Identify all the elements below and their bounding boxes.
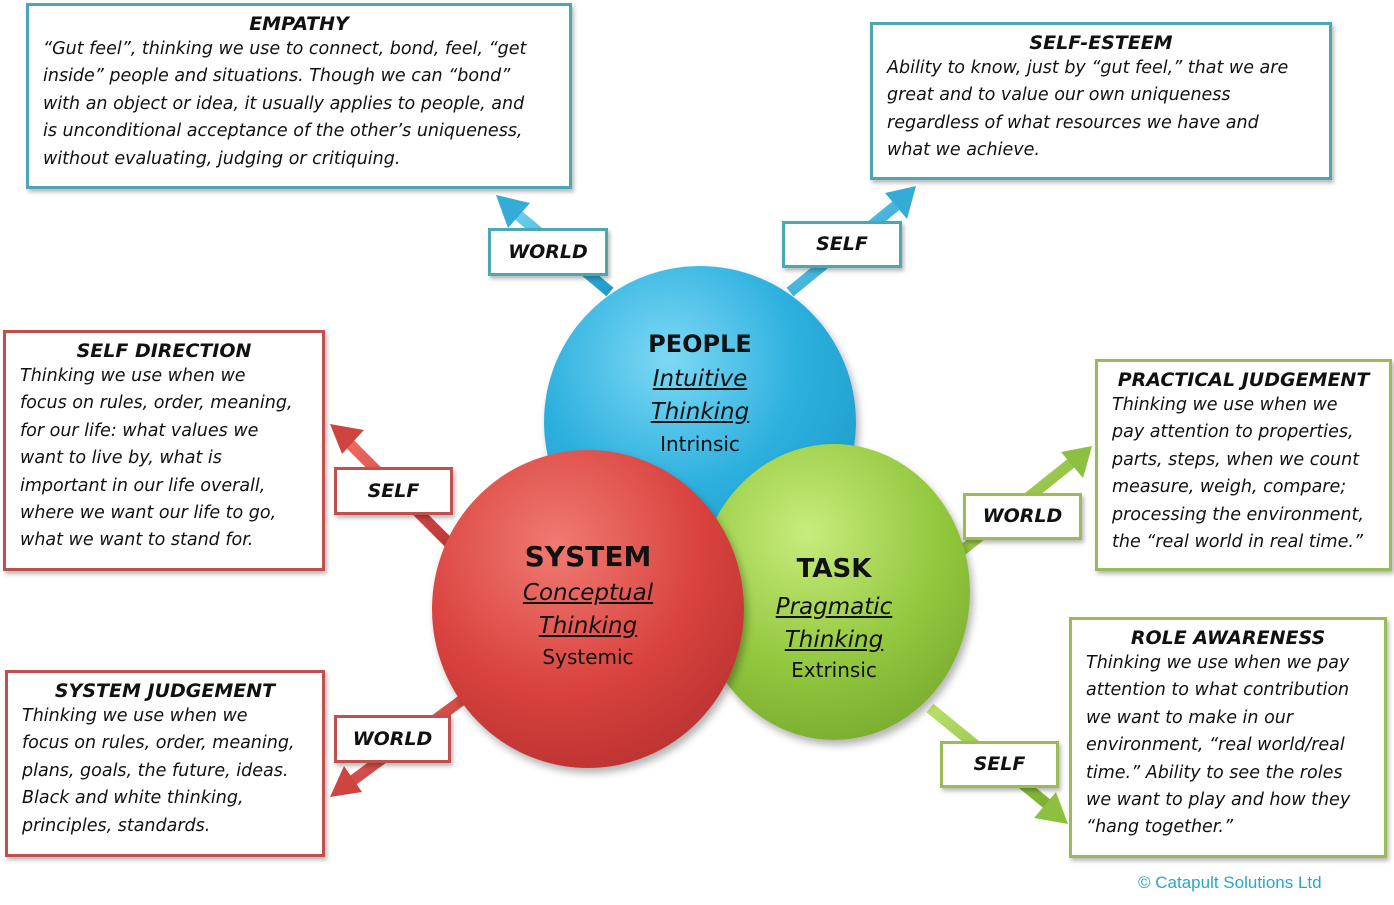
system-circle: SYSTEM Conceptual Thinking Systemic xyxy=(432,450,744,768)
self-direction-line: where we want our life to go, xyxy=(20,503,277,524)
system-judgement-line: Thinking we use when we xyxy=(22,706,248,726)
self-esteem-title: SELF-ESTEEM xyxy=(1029,32,1173,54)
practical-judgement-line: processing the environment, xyxy=(1112,504,1364,525)
practical-judgement-box: PRACTICAL JUDGEMENT Thinking we use when… xyxy=(1095,359,1392,571)
role-awareness-line: environment, “real world/real xyxy=(1086,735,1345,756)
practical-judgement-body: Thinking we use when we pay attention to… xyxy=(1112,392,1375,556)
self-direction-title: SELF DIRECTION xyxy=(76,340,252,362)
self-direction-line: for our life: what values we xyxy=(20,420,259,441)
system-judgement-line: focus on rules, order, meaning, xyxy=(22,733,295,754)
task-circle: TASK Pragmatic Thinking Extrinsic xyxy=(698,444,970,740)
empathy-line: is unconditional acceptance of the other… xyxy=(43,121,523,142)
role-awareness-line: attention to what contribution xyxy=(1086,680,1350,701)
role-awareness-title: ROLE AWARENESS xyxy=(1130,627,1326,649)
role-awareness-line: Thinking we use when we pay xyxy=(1086,653,1350,673)
empathy-body: “Gut feel”, thinking we use to connect, … xyxy=(43,36,555,173)
task-line2: Thinking xyxy=(784,627,884,653)
self-direction-line: focus on rules, order, meaning, xyxy=(20,393,293,414)
empathy-line: inside” people and situations. Though we… xyxy=(43,66,511,87)
empathy-line: “Gut feel”, thinking we use to connect, … xyxy=(43,39,527,59)
task-title: TASK xyxy=(796,554,872,584)
self-esteem-line: great and to value our own uniqueness xyxy=(887,85,1231,106)
empathy-box: EMPATHY “Gut feel”, thinking we use to c… xyxy=(26,3,572,189)
self-direction-body: Thinking we use when we focus on rules, … xyxy=(20,363,308,555)
self-esteem-box: SELF-ESTEEM Ability to know, just by “gu… xyxy=(870,22,1332,180)
self-esteem-body: Ability to know, just by “gut feel,” tha… xyxy=(887,55,1315,165)
tag-system-self: SELF xyxy=(334,467,453,515)
people-line1: Intuitive xyxy=(652,366,748,392)
practical-judgement-line: pay attention to properties, xyxy=(1112,422,1354,443)
people-footer: Intrinsic xyxy=(660,432,740,456)
system-line2: Thinking xyxy=(538,613,638,639)
empathy-title: EMPATHY xyxy=(249,13,349,35)
tag-task-world: WORLD xyxy=(963,493,1082,540)
system-judgement-box: SYSTEM JUDGEMENT Thinking we use when we… xyxy=(5,670,325,857)
practical-judgement-line: the “real world in real time.” xyxy=(1112,532,1363,553)
tag-task-self: SELF xyxy=(940,741,1059,788)
role-awareness-line: time.” Ability to see the roles xyxy=(1086,762,1343,783)
practical-judgement-line: measure, weigh, compare; xyxy=(1112,477,1347,498)
tag-people-world: WORLD xyxy=(488,228,608,276)
system-judgement-line: Black and white thinking, xyxy=(22,788,244,809)
copyright-credit: © Catapult Solutions Ltd xyxy=(1138,873,1322,892)
role-awareness-line: we want to make in our xyxy=(1086,707,1294,728)
self-direction-box: SELF DIRECTION Thinking we use when we f… xyxy=(3,330,325,571)
self-direction-line: want to live by, what is xyxy=(20,448,222,469)
system-judgement-body: Thinking we use when we focus on rules, … xyxy=(22,703,308,840)
system-judgement-line: plans, goals, the future, ideas. xyxy=(22,760,289,781)
people-line2: Thinking xyxy=(650,399,750,425)
practical-judgement-title: PRACTICAL JUDGEMENT xyxy=(1117,369,1370,391)
role-awareness-body: Thinking we use when we pay attention to… xyxy=(1086,650,1370,842)
system-line1: Conceptual xyxy=(522,580,654,606)
people-title: PEOPLE xyxy=(648,330,752,358)
self-esteem-line: Ability to know, just by “gut feel,” tha… xyxy=(887,58,1289,78)
self-direction-line: important in our life overall, xyxy=(20,475,266,496)
system-judgement-line: principles, standards. xyxy=(22,815,211,836)
task-line1: Pragmatic xyxy=(775,594,893,620)
practical-judgement-line: Thinking we use when we xyxy=(1112,395,1338,415)
tag-people-self: SELF xyxy=(782,221,902,268)
practical-judgement-line: parts, steps, when we count xyxy=(1112,449,1360,470)
self-direction-line: Thinking we use when we xyxy=(20,366,246,386)
system-judgement-title: SYSTEM JUDGEMENT xyxy=(54,680,276,702)
tag-system-world: WORLD xyxy=(334,715,451,763)
task-footer: Extrinsic xyxy=(791,658,877,682)
role-awareness-line: “hang together.” xyxy=(1086,817,1234,838)
empathy-line: with an object or idea, it usually appli… xyxy=(43,93,525,114)
empathy-line: without evaluating, judging or critiquin… xyxy=(43,148,401,169)
system-footer: Systemic xyxy=(542,645,634,669)
role-awareness-box: ROLE AWARENESS Thinking we use when we p… xyxy=(1069,617,1387,858)
self-direction-line: what we want to stand for. xyxy=(20,530,254,551)
self-esteem-line: regardless of what resources we have and xyxy=(887,112,1259,133)
self-esteem-line: what we achieve. xyxy=(887,140,1040,161)
role-awareness-line: we want to play and how they xyxy=(1086,790,1351,811)
system-title: SYSTEM xyxy=(524,540,652,573)
